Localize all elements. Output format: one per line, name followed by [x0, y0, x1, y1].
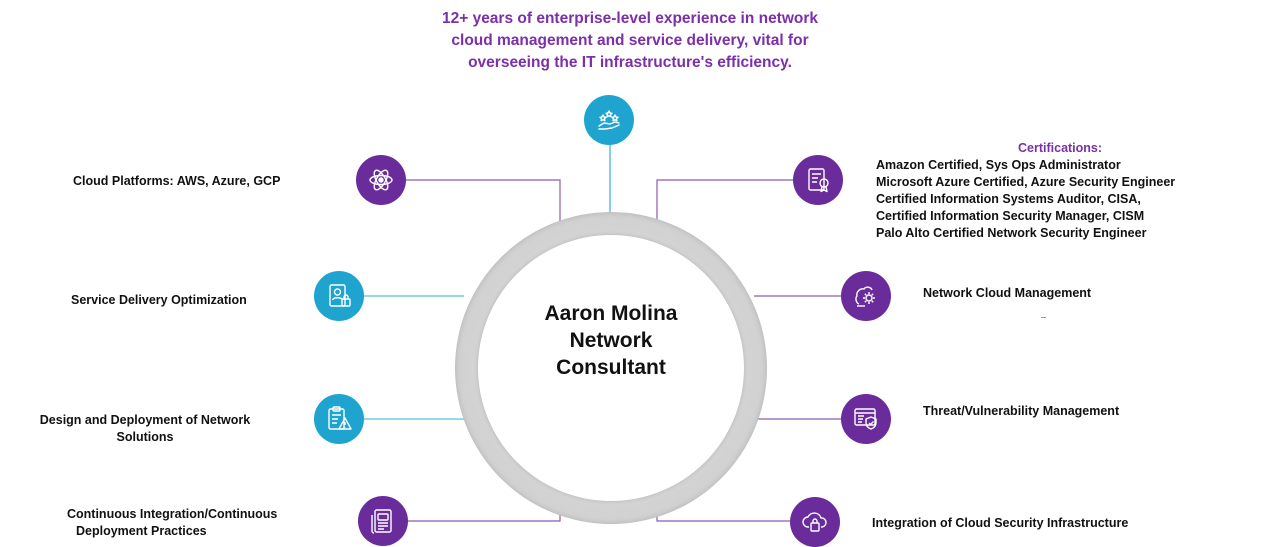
- atom-icon: [356, 155, 406, 205]
- center-role-2: Consultant: [556, 356, 666, 379]
- certification-item: Amazon Certified, Sys Ops Administrator: [876, 158, 1121, 172]
- center-circle: [478, 235, 744, 501]
- certification-item: Palo Alto Certified Network Security Eng…: [876, 226, 1147, 240]
- center-name: Aaron Molina: [544, 302, 678, 325]
- center-role-1: Network: [569, 329, 653, 352]
- brain-gear-icon: [841, 271, 891, 321]
- label-design-line-2: Solutions: [116, 430, 174, 444]
- headline: 12+ years of enterprise-level experience…: [330, 8, 930, 74]
- document-cards-icon: [358, 496, 408, 546]
- browser-shield-icon: [841, 394, 891, 444]
- headline-line-1: 12+ years of enterprise-level experience…: [441, 10, 819, 27]
- label-network-cloud: Network Cloud Management: [923, 286, 1092, 300]
- label-design-line-1: Design and Deployment of Network: [39, 413, 251, 427]
- label-cloud-security: Integration of Cloud Security Infrastruc…: [872, 516, 1129, 530]
- label-threat-vulnerability: Threat/Vulnerability Management: [923, 404, 1120, 418]
- connector-cert: [656, 179, 796, 222]
- label-ci-line-2: Deployment Practices: [76, 524, 207, 538]
- label-ci-line-1: Continuous Integration/Continuous: [67, 507, 278, 521]
- certification-item: Microsoft Azure Certified, Azure Securit…: [876, 175, 1176, 189]
- divider-dash: [1041, 317, 1046, 318]
- cloud-lock-icon: [790, 497, 840, 547]
- label-ci-cd: Continuous Integration/Continuous Deploy…: [67, 506, 277, 540]
- headline-line-3: overseeing the IT infrastructure's effic…: [468, 54, 792, 71]
- label-service-delivery: Service Delivery Optimization: [71, 293, 247, 307]
- certification-item: Certified Information Systems Auditor, C…: [876, 192, 1141, 206]
- clipboard-alert-icon: [314, 394, 364, 444]
- user-badge-lock-icon: [314, 271, 364, 321]
- certificate-icon: [793, 155, 843, 205]
- label-design-deployment: Design and Deployment of Network Solutio…: [10, 412, 280, 446]
- center-title: Aaron Molina Network Consultant: [478, 300, 744, 381]
- certification-item: Certified Information Security Manager, …: [876, 209, 1145, 223]
- connector-cloud: [382, 179, 561, 222]
- connector-ci: [393, 502, 561, 522]
- hand-stars-icon: [584, 95, 634, 145]
- label-cloud-platforms: Cloud Platforms: AWS, Azure, GCP: [73, 174, 281, 188]
- certifications-list: Amazon Certified, Sys Ops Administrator …: [876, 157, 1175, 242]
- certifications-title: Certifications:: [1018, 141, 1103, 155]
- headline-line-2: cloud management and service delivery, v…: [451, 32, 809, 49]
